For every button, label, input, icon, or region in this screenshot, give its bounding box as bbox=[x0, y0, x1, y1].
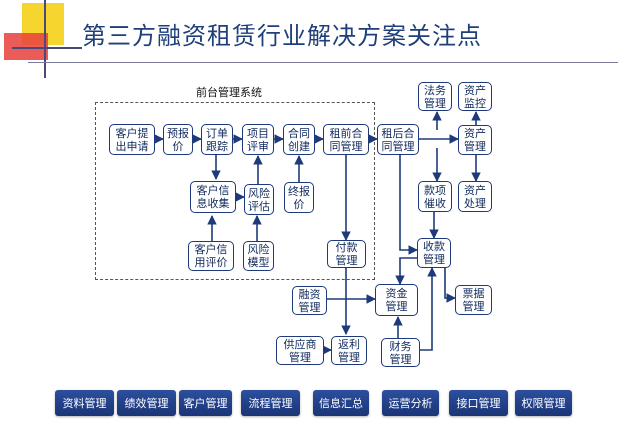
module-customer-management[interactable]: 客户管理 bbox=[179, 390, 232, 416]
node-asset-disposal: 资产 处理 bbox=[458, 181, 492, 212]
node-legal-mgmt: 法务 管理 bbox=[418, 82, 452, 111]
front-office-label: 前台管理系统 bbox=[196, 86, 262, 99]
node-customer-info: 客户信 息收集 bbox=[190, 181, 236, 213]
node-risk-assess: 风险 评估 bbox=[244, 184, 274, 215]
module-info-summary[interactable]: 信息汇总 bbox=[313, 390, 369, 416]
arrow-receipt-to-fund bbox=[395, 257, 418, 285]
node-receipt-mgmt: 收款 管理 bbox=[417, 238, 451, 268]
module-data-management[interactable]: 资料管理 bbox=[55, 390, 114, 416]
node-financing-mgmt: 融资 管理 bbox=[292, 286, 327, 315]
title-divider bbox=[28, 62, 618, 63]
node-pre-quote: 预报 价 bbox=[163, 124, 193, 155]
node-pre-lease-mgmt: 租前合 同管理 bbox=[323, 124, 369, 155]
arrow-postlease-to-receipt bbox=[399, 155, 418, 255]
node-contract-create: 合同 创建 bbox=[283, 124, 315, 155]
decor-vertical-line bbox=[44, 0, 46, 78]
module-operations-analysis[interactable]: 运营分析 bbox=[382, 390, 439, 416]
node-project-review: 项目 评审 bbox=[242, 124, 274, 155]
decor-horizontal-line bbox=[12, 47, 82, 49]
node-supplier-mgmt: 供应商 管理 bbox=[276, 336, 324, 365]
arrow-finance-to-receipt bbox=[420, 267, 437, 351]
node-order-track: 订单 跟踪 bbox=[201, 124, 233, 155]
page-title: 第三方融资租赁行业解决方案关注点 bbox=[82, 22, 482, 50]
module-performance-management[interactable]: 绩效管理 bbox=[117, 390, 176, 416]
node-asset-mgmt: 资产 管理 bbox=[458, 125, 492, 155]
module-permission-management[interactable]: 权限管理 bbox=[515, 390, 572, 416]
module-process-management[interactable]: 流程管理 bbox=[241, 390, 300, 416]
node-final-quote: 终报 价 bbox=[284, 182, 314, 213]
node-bill-mgmt: 票据 管理 bbox=[455, 285, 492, 315]
node-asset-monitor: 资产 监控 bbox=[458, 82, 492, 111]
node-collection: 款项 催收 bbox=[418, 181, 452, 212]
arrow-receipt-to-bill bbox=[444, 266, 456, 303]
node-fund-mgmt: 资金 管理 bbox=[375, 284, 418, 316]
node-payment-mgmt: 付款 管理 bbox=[327, 240, 366, 268]
node-rebate-mgmt: 返利 管理 bbox=[331, 336, 367, 365]
decor-red-rect bbox=[4, 33, 48, 60]
node-credit-eval: 客户信 用评价 bbox=[188, 241, 234, 271]
front-office-group bbox=[95, 102, 375, 280]
node-post-lease-mgmt: 租后合 同管理 bbox=[377, 124, 419, 155]
node-customer-apply: 客户提 出申请 bbox=[109, 124, 155, 155]
module-interface-management[interactable]: 接口管理 bbox=[449, 390, 508, 416]
node-risk-model: 风险 模型 bbox=[243, 241, 274, 271]
node-finance-mgmt: 财务 管理 bbox=[381, 338, 420, 367]
